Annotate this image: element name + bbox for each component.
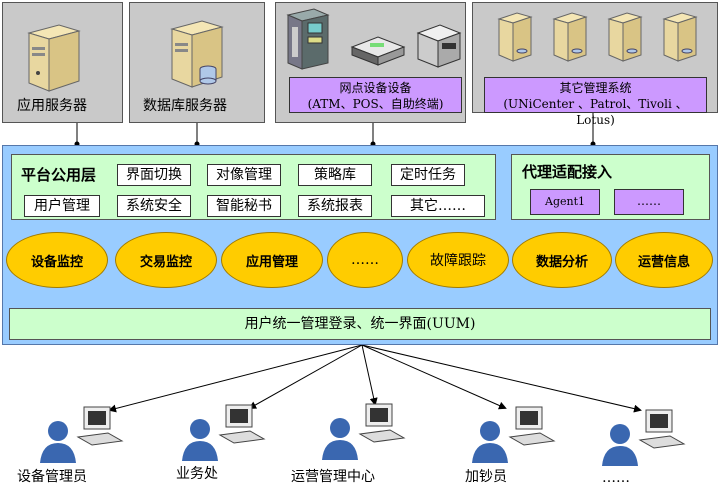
user-device-admin [38, 405, 128, 465]
user-cash-loader [470, 405, 560, 465]
user-label-more: …… [602, 470, 630, 486]
user-computer-icon [40, 406, 124, 463]
user-computer-icon [602, 409, 686, 466]
module-ui-switch: 界面切换 [117, 164, 191, 186]
oval-device-monitoring: 设备监控 [6, 232, 108, 288]
module-system-reports: 系统报表 [298, 195, 372, 217]
branch-devices-box: 网点设备设备 (ATM、POS、自助终端) [289, 77, 462, 113]
oval-application-management: 应用管理 [221, 232, 323, 288]
branch-devices-title: 网点设备设备 [339, 81, 412, 95]
branch-devices-subtitle: (ATM、POS、自助终端) [307, 97, 444, 111]
user-operation-center [320, 402, 410, 462]
user-label-business-dept: 业务处 [176, 466, 218, 482]
pos-icon [350, 36, 406, 66]
branch-devices-panel: 网点设备设备 (ATM、POS、自助终端) [275, 2, 466, 123]
user-business-dept [180, 403, 270, 463]
servers-group-icon [497, 12, 698, 62]
module-others: 其它…… [391, 195, 485, 217]
uum-bar: 用户统一管理登录、统一界面(UUM) [9, 308, 711, 340]
agent1-box: Agent1 [530, 189, 600, 215]
user-computer-icon [182, 404, 266, 461]
user-more [600, 408, 690, 468]
oval-operation-info: 运营信息 [615, 232, 713, 288]
user-label-device-admin: 设备管理员 [17, 469, 87, 485]
module-scheduled-tasks: 定时任务 [391, 164, 465, 186]
db-server-panel: 数据库服务器 [129, 2, 265, 123]
other-systems-box: 其它管理系统 (UNiCenter 、Patrol、Tivoli 、Lotus) [484, 77, 707, 127]
user-computer-icon [322, 403, 406, 460]
module-smart-assistant: 智能秘书 [207, 195, 281, 217]
atm-icon [286, 8, 330, 70]
other-systems-title: 其它管理系统 [559, 81, 632, 95]
self-service-terminal-icon [416, 24, 462, 68]
user-label-operation-center: 运营管理中心 [291, 469, 375, 485]
other-systems-panel: 其它管理系统 (UNiCenter 、Patrol、Tivoli 、Lotus) [472, 2, 718, 127]
proxy-adapter-title: 代理适配接入 [522, 163, 613, 181]
oval-data-analysis: 数据分析 [512, 232, 612, 288]
app-server-panel: 应用服务器 [2, 2, 123, 123]
proxy-adapter-box: 代理适配接入 Agent1 …… [511, 154, 710, 220]
oval-more: …… [327, 232, 403, 288]
other-systems-subtitle: (UNiCenter 、Patrol、Tivoli 、Lotus) [503, 97, 688, 127]
user-label-cash-loader: 加钞员 [465, 469, 507, 485]
db-server-label: 数据库服务器 [143, 98, 227, 114]
oval-transaction-monitoring: 交易监控 [115, 232, 217, 288]
common-layer-box: 平台公用层 界面切换 对像管理 策略库 定时任务 用户管理 系统安全 智能秘书 … [11, 154, 496, 220]
database-server-icon [170, 20, 224, 88]
module-object-management: 对像管理 [207, 164, 281, 186]
agent-more-box: …… [614, 189, 684, 215]
user-computer-icon [472, 406, 556, 463]
module-user-management: 用户管理 [24, 195, 100, 217]
common-layer-title: 平台公用层 [21, 166, 97, 184]
app-server-label: 应用服务器 [17, 98, 87, 114]
platform-panel: 平台公用层 界面切换 对像管理 策略库 定时任务 用户管理 系统安全 智能秘书 … [2, 145, 718, 345]
module-system-security: 系统安全 [117, 195, 191, 217]
module-policy-library: 策略库 [298, 164, 372, 186]
server-icon [27, 24, 81, 92]
oval-fault-tracking: 故障跟踪 [407, 232, 509, 288]
